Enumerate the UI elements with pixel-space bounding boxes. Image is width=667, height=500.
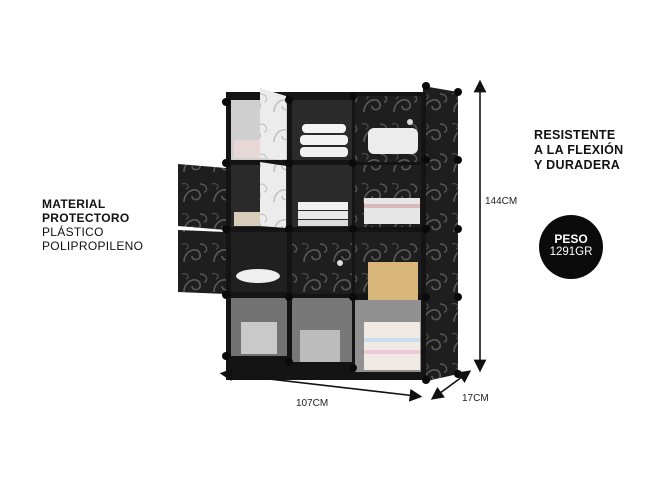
resistance-line-1: RESISTENTE [534, 128, 616, 142]
weight-value: 1291GR [549, 246, 593, 258]
knob [407, 119, 413, 125]
open-door-left-1 [178, 164, 226, 230]
material-line-4: POLIPROPILENO [42, 239, 144, 253]
width-dimension-label: 107CM [296, 398, 329, 409]
depth-dimension-label: 17CM [462, 393, 489, 404]
folded-shirts [298, 202, 348, 210]
resistance-line-2: A LA FLEXIÓN [534, 143, 624, 157]
towel-stack [364, 322, 420, 370]
storage-box [368, 262, 418, 300]
basket [300, 330, 340, 362]
basket [241, 322, 277, 354]
open-door-left-2 [178, 230, 226, 294]
material-line-2: PROTECTORO [42, 211, 130, 225]
resistance-label: RESISTENTE A LA FLEXIÓN Y DURADERA [534, 128, 623, 173]
clothes [234, 212, 262, 226]
height-dimension-label: 144CM [485, 196, 518, 207]
pillow [300, 135, 348, 145]
pillow-stack [368, 128, 418, 154]
material-line-3: PLÁSTICO [42, 225, 104, 239]
hat [236, 269, 280, 283]
material-line-1: MATERIAL [42, 197, 106, 211]
resistance-line-3: Y DURADERA [534, 158, 621, 172]
open-door-frosted-2 [260, 162, 286, 228]
towels [364, 198, 420, 224]
weight-title: PESO [554, 232, 588, 246]
open-door-frosted-1 [260, 88, 286, 160]
pillow [302, 124, 346, 133]
width-arrow [219, 368, 423, 402]
weight-badge: PESO 1291GR [539, 215, 603, 279]
cube-r3c1 [231, 232, 287, 292]
folded-clothes [234, 140, 266, 158]
pillow [300, 147, 348, 157]
depth-arrow [430, 370, 472, 400]
side-panel [423, 86, 458, 382]
material-label: MATERIAL PROTECTORO PLÁSTICO POLIPROPILE… [42, 197, 143, 253]
